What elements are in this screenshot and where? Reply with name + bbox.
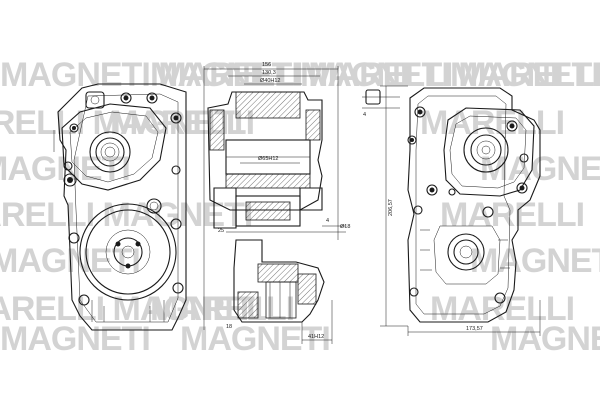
section-central-shaft — [235, 195, 301, 227]
rear-pump-block — [443, 107, 535, 197]
front-bolts — [63, 92, 184, 306]
front-housing-outline — [57, 83, 187, 331]
upper-bore — [89, 131, 131, 173]
rear-bolts — [407, 106, 529, 304]
dim-small-offset: 25 — [218, 228, 224, 234]
svg-text:MARELLI MAGNETI: MARELLI MAGNETI — [0, 196, 252, 234]
dim-rear-small: 4 — [363, 112, 366, 118]
dim-bore-2: Ø65H12 — [258, 156, 279, 162]
front-view — [53, 83, 187, 331]
rear-upper-bore — [463, 127, 509, 173]
upper-hatch — [235, 91, 301, 119]
rear-housing-outline — [407, 87, 541, 323]
svg-text:MARELLI MAGNETI: MARELLI MAGNETI — [0, 290, 262, 328]
front-connector — [85, 91, 105, 109]
rear-lower-bore — [447, 233, 485, 271]
dim-overall-width: 156 — [262, 62, 271, 68]
svg-text:MAGNETI: MAGNETI — [0, 320, 150, 358]
svg-text:MAGNETI: MAGNETI — [490, 320, 600, 358]
svg-text:MAGNETI MARELLI: MAGNETI MARELLI — [150, 56, 452, 94]
svg-text:MARELLI: MARELLI — [110, 104, 254, 142]
svg-text:MAGNETI MARELLI: MAGNETI MARELLI — [0, 56, 302, 94]
dim-left-bottom: 18 — [226, 324, 232, 330]
dim-rear-height: 206,57 — [388, 199, 394, 216]
dim-shaft: Ø18 — [340, 224, 350, 230]
svg-text:MAGNETI: MAGNETI — [470, 242, 600, 280]
svg-text:MARELLI: MARELLI — [440, 196, 584, 234]
dim-rear-width: 173,57 — [466, 326, 483, 332]
section-view: 156 130,3 Ø40H12 Ø65H12 25 Ø18 4 — [203, 62, 350, 344]
svg-text:MAGNETI: MAGNETI — [180, 320, 330, 358]
dim-upper-width: 130,3 — [262, 70, 276, 76]
rear-view: 4 206,57 173,57 — [362, 85, 541, 336]
section-lower-housing — [233, 239, 325, 323]
dim-bore-1: Ø40H12 — [260, 78, 281, 84]
dim-bottom: 41H12 — [308, 334, 324, 340]
svg-text:MARELLI: MARELLI — [420, 104, 564, 142]
lower-disc — [79, 203, 177, 301]
dim-step: 4 — [326, 218, 329, 224]
